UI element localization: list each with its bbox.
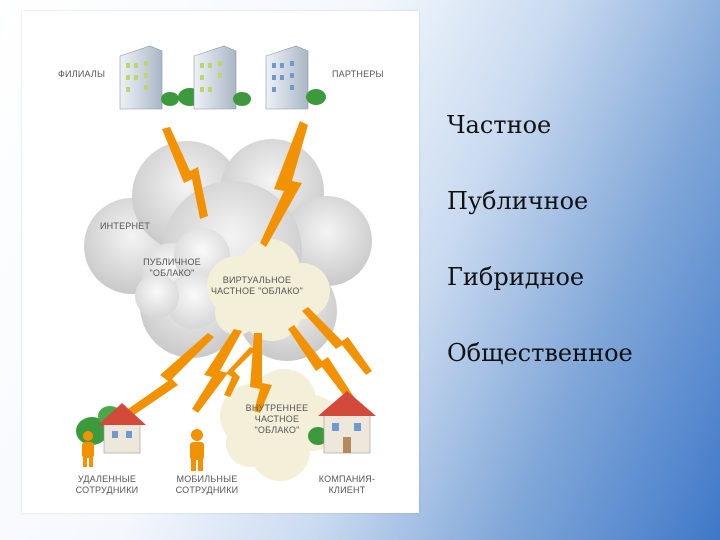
house-icon — [308, 391, 376, 454]
virtual-private-cloud-label: ВИРТУАЛЬНОЕ ЧАСТНОЕ "ОБЛАКО" — [210, 275, 304, 296]
cloud-type-community: Общественное — [447, 339, 633, 367]
virtual-private-cloud — [207, 239, 330, 341]
building-icon — [119, 45, 179, 110]
branches-label: ФИЛИАЛЫ — [58, 69, 106, 79]
cloud-diagram-panel: ФИЛИАЛЫ ПАРТНЕРЫ ИНТЕРНЕТ ПУБЛИЧНОЕ "ОБЛ… — [22, 11, 419, 513]
building-icon — [178, 45, 251, 110]
lightning-icon — [128, 121, 372, 415]
person-icon — [190, 429, 204, 471]
client-company-label: КОМПАНИЯ- КЛИЕНТ — [318, 474, 376, 495]
cloud-type-public: Публичное — [447, 187, 589, 215]
cloud-diagram-graphic — [76, 45, 376, 481]
person-icon — [82, 431, 94, 467]
cloud-type-private: Частное — [447, 111, 552, 139]
internet-label: ИНТЕРНЕТ — [100, 221, 151, 231]
mobile-employees-label: МОБИЛЬНЫЕ СОТРУДНИКИ — [175, 474, 239, 495]
internal-private-cloud-label: ВНУТРЕННЕЕ ЧАСТНОЕ "ОБЛАКО" — [245, 403, 309, 435]
cloud-types-list: Частное Публичное Гибридное Общественное — [447, 108, 633, 412]
house-icon — [76, 403, 146, 454]
public-cloud-label: ПУБЛИЧНОЕ "ОБЛАКО" — [143, 257, 201, 278]
cloud-type-hybrid: Гибридное — [447, 263, 585, 291]
building-icon — [265, 45, 326, 110]
remote-employees-label: УДАЛЕННЫЕ СОТРУДНИКИ — [75, 474, 139, 495]
partners-label: ПАРТНЕРЫ — [332, 69, 384, 79]
